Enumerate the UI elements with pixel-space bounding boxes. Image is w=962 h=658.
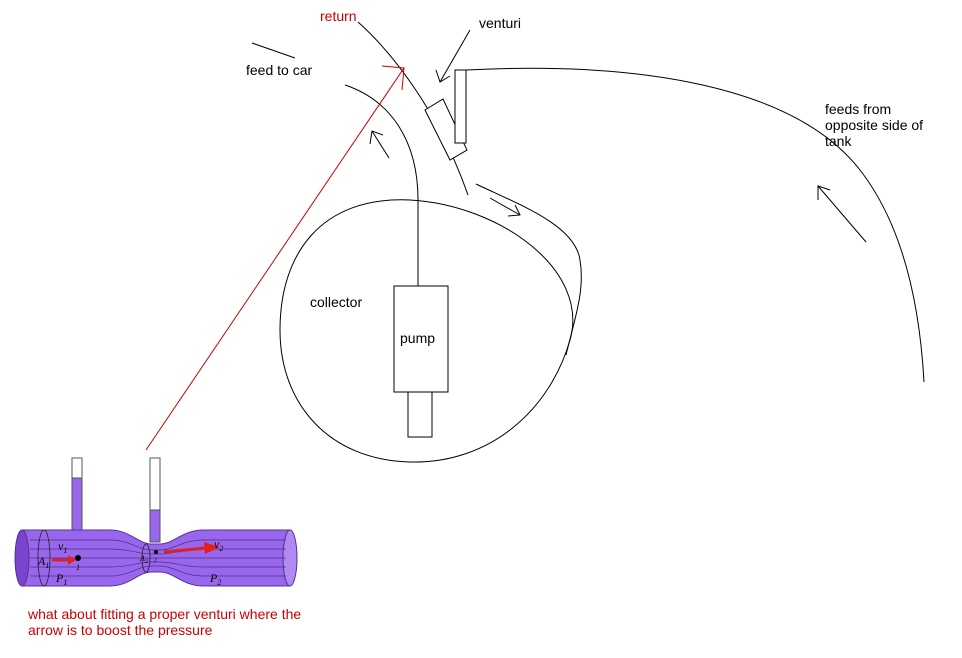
section-2 xyxy=(141,543,151,573)
annotation-arrow xyxy=(145,65,405,451)
label-P2: P2 xyxy=(209,571,221,587)
venturi-inset: A1 v1 1 P1 A2 2 v2 P2 xyxy=(14,457,298,587)
label-v2: v2 xyxy=(214,537,223,553)
flow-arrow-1 xyxy=(52,555,76,565)
venturi-pointer xyxy=(435,29,471,83)
collector-label: collector xyxy=(310,294,363,310)
collector-outline xyxy=(279,199,574,463)
return-pipe xyxy=(357,21,469,196)
point-1 xyxy=(75,555,81,561)
section-1 xyxy=(37,529,51,587)
tube-glass-2 xyxy=(149,457,161,511)
venturi-label: venturi xyxy=(479,15,522,31)
feed-to-car-pipe xyxy=(344,84,419,286)
tube-glass-1 xyxy=(71,457,83,479)
tube-liquid-1 xyxy=(71,477,83,531)
opposite-feed-pipe xyxy=(465,67,925,383)
feed-to-car-label: feed to car xyxy=(246,62,313,78)
venturi-note: what about fitting a proper venturi wher… xyxy=(28,606,302,638)
return-label: return xyxy=(320,8,357,24)
feed-stub-line xyxy=(251,42,296,59)
feeds-from-opposite-label: feeds from opposite side of tank xyxy=(825,101,924,149)
flow-arrow-2 xyxy=(163,542,220,554)
pump-label: pump xyxy=(400,330,436,346)
feed-flow-arrow xyxy=(369,130,390,159)
return-loop-pipe xyxy=(475,183,582,356)
opposite-feed-arrow xyxy=(817,185,867,243)
venturi-element xyxy=(424,69,468,161)
point-2 xyxy=(154,550,158,554)
label-pt1: 1 xyxy=(76,563,80,572)
label-P1: P1 xyxy=(55,571,67,587)
label-A2: A2 xyxy=(139,554,148,565)
label-A1: A1 xyxy=(37,554,49,570)
pump-inlet xyxy=(407,391,433,438)
label-pt2: 2 xyxy=(154,558,157,564)
label-v1: v1 xyxy=(58,539,67,555)
tube-left-end xyxy=(14,529,30,587)
return-flow-arrow xyxy=(489,197,521,217)
tube-liquid-2 xyxy=(149,509,161,543)
